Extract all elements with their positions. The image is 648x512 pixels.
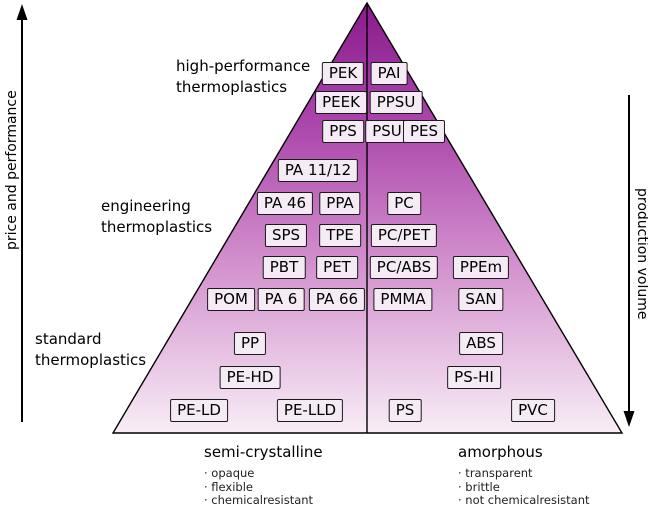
material-pa-11-12: PA 11/12 (277, 159, 359, 182)
material-pmma: PMMA (373, 288, 433, 311)
material-pes: PES (402, 120, 446, 143)
material-pvc: PVC (511, 399, 555, 422)
bullet-item: · not chemicalresistant (458, 493, 590, 507)
bullet-item: · chemicalresistant (204, 493, 314, 507)
material-pp: PP (233, 332, 267, 355)
section-label-engineering: engineering thermoplastics (101, 196, 212, 238)
footer-semi-crystalline: semi-crystalline · opaque · flexible · c… (204, 443, 323, 508)
material-pet: PET (316, 256, 358, 279)
footer-title-semi-crystalline: semi-crystalline (204, 443, 323, 461)
footer-title-amorphous: amorphous (458, 443, 543, 461)
bullet-item: · opaque (204, 466, 255, 480)
material-pc-abs: PC/ABS (369, 256, 439, 279)
down-arrow-icon (623, 411, 635, 427)
section-line: engineering (101, 197, 191, 215)
material-pc-pet: PC/PET (370, 224, 438, 247)
material-pa-66: PA 66 (308, 288, 366, 311)
footer-amorphous: amorphous · transparent · brittle · not … (458, 443, 590, 508)
material-ps: PS (388, 399, 422, 422)
material-tpe: TPE (319, 224, 361, 247)
material-ppem: PPEm (452, 256, 510, 279)
bullet-item: · flexible (204, 479, 253, 494)
section-label-standard: standard thermoplastics (35, 329, 146, 371)
material-pc: PC (387, 192, 421, 215)
material-san: SAN (458, 288, 504, 311)
material-pe-ld: PE-LD (170, 399, 228, 422)
material-pa-46: PA 46 (256, 192, 314, 215)
up-arrow-icon (16, 4, 28, 20)
material-pai: PAI (370, 62, 408, 85)
material-pe-hd: PE-HD (219, 366, 281, 389)
section-line: thermoplastics (35, 351, 147, 369)
bullet-item: · transparent (458, 466, 533, 480)
axis-label-price-performance: price and performance (4, 90, 20, 250)
footer-bullets-amorphous: · transparent · brittle · not chemicalre… (458, 466, 590, 508)
material-abs: ABS (459, 332, 503, 355)
section-line: thermoplastics (101, 218, 213, 236)
axis-label-production-volume: production volume (634, 188, 648, 320)
material-pom: POM (207, 288, 255, 311)
material-ppa: PPA (319, 192, 361, 215)
material-peek: PEEK (315, 91, 367, 114)
material-pek: PEK (321, 62, 365, 85)
material-ps-hi: PS-HI (447, 366, 501, 389)
footer-bullets-semi-crystalline: · opaque · flexible · chemicalresistant (204, 466, 323, 508)
bullet-item: · brittle (458, 479, 500, 494)
section-line: thermoplastics (176, 78, 288, 96)
material-pa-6: PA 6 (257, 288, 305, 311)
material-pbt: PBT (262, 256, 306, 279)
section-label-high-performance: high-performance thermoplastics (176, 56, 310, 98)
material-psu: PSU (365, 120, 409, 143)
material-sps: SPS (264, 224, 308, 247)
material-pe-lld: PE-LLD (276, 399, 344, 422)
section-line: high-performance (176, 57, 311, 75)
material-ppsu: PPSU (369, 91, 423, 114)
section-line: standard (35, 330, 102, 348)
material-pps: PPS (322, 120, 364, 143)
